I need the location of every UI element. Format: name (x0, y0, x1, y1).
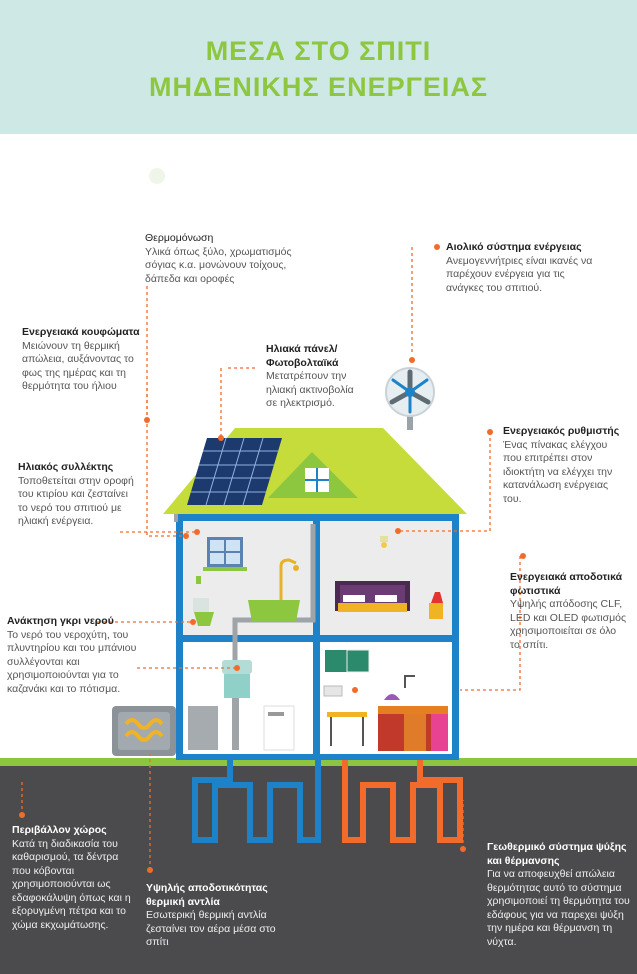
title-line-1: ΜΕΣΑ ΣΤΟ ΣΠΙΤΙ (205, 36, 432, 66)
label-greywater-title: Ανάκτηση γκρι νερού (7, 615, 114, 627)
label-wind-title: Αιολικό σύστημα ενέργειας (446, 241, 582, 253)
label-environment: Περιβάλλον χώρος Κατά τη διαδικασία του … (12, 824, 138, 932)
geothermal-loop-orange (342, 760, 463, 843)
label-lighting-body: Υψηλής απόδοσης CLF, LED και OLED φωτισμ… (510, 598, 627, 651)
leader-lines (21, 247, 521, 870)
leader-dots (19, 244, 526, 873)
label-geothermal-body: Για να αποφευχθεί απώλεια θερμότητας αυτ… (487, 868, 630, 948)
wind-turbine-icon (385, 367, 435, 430)
label-windows: Ενεργειακά κουφώματα Μειώνουν τη θερμική… (22, 326, 145, 394)
label-geothermal: Γεωθερμικό σύστημα ψύξης και θέρμανσης Γ… (487, 841, 635, 949)
label-heat-pump-title: Υψηλής αποδοτικότητας θερμική αντλία (146, 882, 268, 908)
label-solar-collector-title: Ηλιακός συλλέκτης (18, 461, 114, 473)
kitchen-scene (323, 649, 448, 751)
label-lighting: Ενεργειακά αποδοτικά φωτιστικά Υψηλής απ… (510, 571, 628, 652)
label-solar-panels: Ηλιακά πάνελ/ Φωτοβολταϊκά Μετατρέπουν τ… (266, 343, 366, 411)
geothermal-loop-blue (192, 760, 321, 843)
label-thermostat-title: Ενεργειακός ρυθμιστής (503, 425, 620, 437)
label-solar-panels-title: Ηλιακά πάνελ/ Φωτοβολταϊκά (266, 343, 339, 369)
label-solar-collector: Ηλιακός συλλέκτης Τοποθετείται στην οροφ… (18, 461, 138, 529)
label-wind: Αιολικό σύστημα ενέργειας Ανεμογεννήτριε… (446, 241, 596, 295)
label-insulation-body: Υλικά όπως ξύλο, χρωματισμός σόγιας κ.α.… (145, 245, 292, 285)
label-heat-pump: Υψηλής αποδοτικότητας θερμική αντλία Εσω… (146, 882, 296, 950)
label-greywater: Ανάκτηση γκρι νερού Το νερό του νεροχύτη… (7, 615, 142, 696)
label-environment-body: Κατά τη διαδικασία του καθαρισμού, τα δέ… (12, 837, 131, 931)
heat-pump-unit-icon (112, 706, 176, 756)
label-solar-panels-body: Μετατρέπουν την ηλιακή ακτινοβολία σε ηλ… (266, 370, 354, 409)
label-insulation-title: Θερμομόνωση (145, 232, 214, 244)
title-line-2: ΜΗΔΕΝΙΚΗΣ ΕΝΕΡΓΕΙΑΣ (148, 72, 489, 102)
bathroom-scene (193, 537, 300, 626)
label-windows-title: Ενεργειακά κουφώματα (22, 326, 140, 338)
bedroom-scene (335, 536, 443, 619)
label-geothermal-title: Γεωθερμικό σύστημα ψύξης και θέρμανσης (487, 841, 627, 867)
header-banner: ΜΕΣΑ ΣΤΟ ΣΠΙΤΙ ΜΗΔΕΝΙΚΗΣ ΕΝΕΡΓΕΙΑΣ (0, 0, 637, 134)
label-thermostat-body: Ένας πίνακας ελέγχου που επιτρέπει στον … (503, 438, 613, 505)
label-heat-pump-body: Εσωτερική θερμική αντλία ζεσταίνει τον α… (146, 909, 276, 948)
label-windows-body: Μειώνουν τη θερμική απώλεια, αυξάνοντας … (22, 339, 134, 393)
label-solar-collector-body: Τοποθετείται στην οροφή του κτιρίου και … (18, 474, 134, 528)
label-insulation: Θερμομόνωση Υλικά όπως ξύλο, χρωματισμός… (145, 232, 315, 286)
label-thermostat: Ενεργειακός ρυθμιστής Ένας πίνακας ελέγχ… (503, 425, 621, 506)
faint-sun-icon (149, 168, 165, 184)
label-wind-body: Ανεμογεννήτριες είναι ικανές να παρέχουν… (446, 254, 593, 294)
label-lighting-title: Ενεργειακά αποδοτικά φωτιστικά (510, 571, 623, 597)
utility-room-scene (188, 660, 295, 751)
label-greywater-body: Το νερό του νεροχύτη, του πλυντηρίου και… (7, 628, 137, 695)
label-environment-title: Περιβάλλον χώρος (12, 824, 107, 836)
solar-panel-icon (187, 437, 282, 506)
